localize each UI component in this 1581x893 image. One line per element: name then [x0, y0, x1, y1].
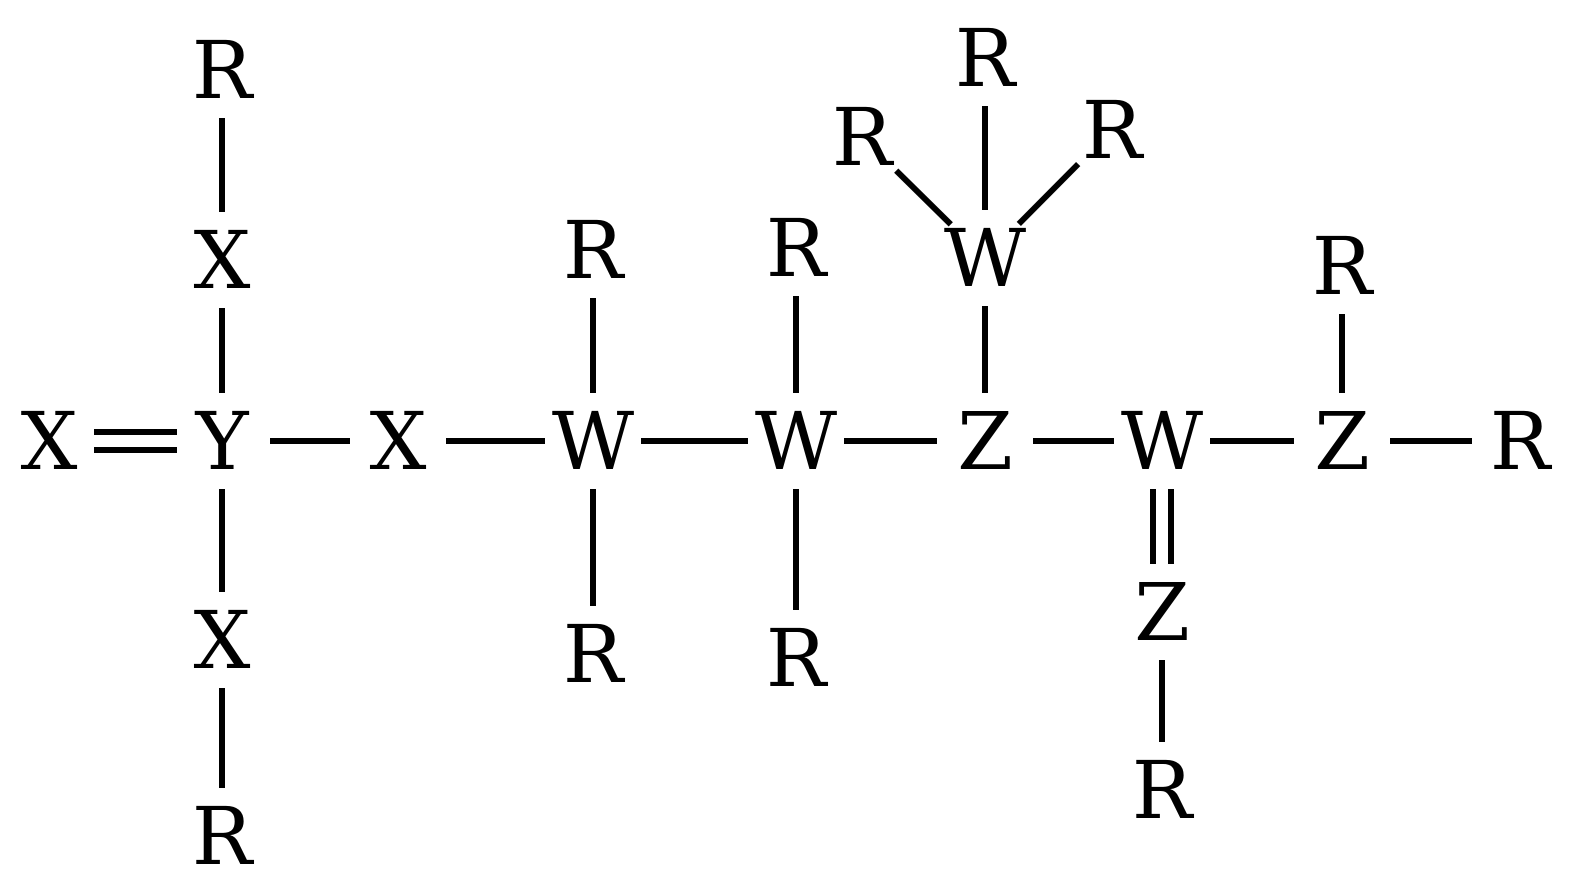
atom-r-r4u: R	[766, 202, 829, 295]
atom-r-r4d: R	[766, 612, 829, 705]
atom-r-r5t: R	[955, 12, 1018, 105]
atom-w-w4: W	[755, 395, 837, 488]
atom-r-r5l: R	[832, 91, 895, 184]
atom-r-r3u: R	[563, 204, 626, 297]
atom-x-x2: X	[370, 395, 427, 488]
atom-w-w6: W	[1121, 395, 1203, 488]
atom-r-r6d: R	[1132, 744, 1195, 837]
atom-y-y1: Y	[195, 395, 250, 488]
atom-z-z5: Z	[957, 395, 1013, 488]
atom-x-xu: X	[194, 214, 251, 307]
atom-z-z7: Z	[1314, 395, 1370, 488]
atom-r-r8: R	[1490, 395, 1553, 488]
bond-w5u-r5r	[1016, 161, 1081, 227]
atom-z-z6d: Z	[1134, 566, 1190, 659]
atom-w-w5u: W	[944, 212, 1026, 305]
atom-r-r3d: R	[563, 608, 626, 701]
atom-r-r7u: R	[1312, 220, 1375, 313]
atom-r-ru: R	[192, 24, 255, 117]
atom-x-xd: X	[194, 594, 251, 687]
atom-x-x0: X	[21, 395, 78, 488]
atom-r-r5r: R	[1082, 84, 1145, 177]
bond-w5u-r5l	[894, 168, 953, 227]
atom-r-rd: R	[192, 790, 255, 883]
bond-layer	[94, 106, 1472, 788]
atom-w-w3: W	[552, 395, 634, 488]
